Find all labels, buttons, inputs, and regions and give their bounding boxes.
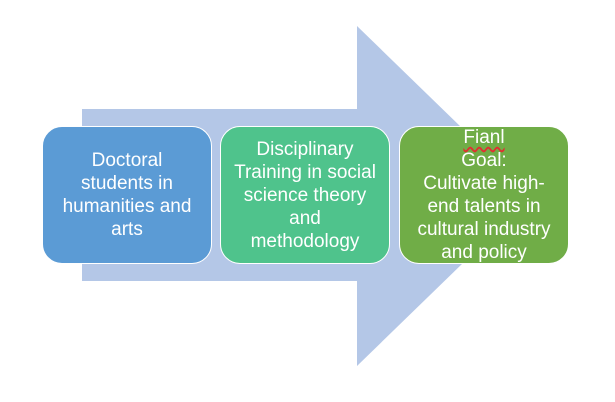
step-1-text: Doctoral students in humanities and arts: [62, 150, 192, 240]
step-2-text: Disciplinary Training in social science …: [234, 138, 376, 252]
step-1-box: Doctoral students in humanities and arts: [42, 126, 212, 264]
step-2-box: Disciplinary Training in social science …: [220, 126, 390, 264]
step-3-box: Fianl Goal: Cultivate high- end talents …: [399, 126, 569, 264]
step-3-text-rest: Goal: Cultivate high- end talents in cul…: [417, 150, 551, 263]
misspelled-word: Fianl: [463, 127, 505, 148]
step-3-text: Fianl Goal: Cultivate high- end talents …: [417, 126, 550, 264]
